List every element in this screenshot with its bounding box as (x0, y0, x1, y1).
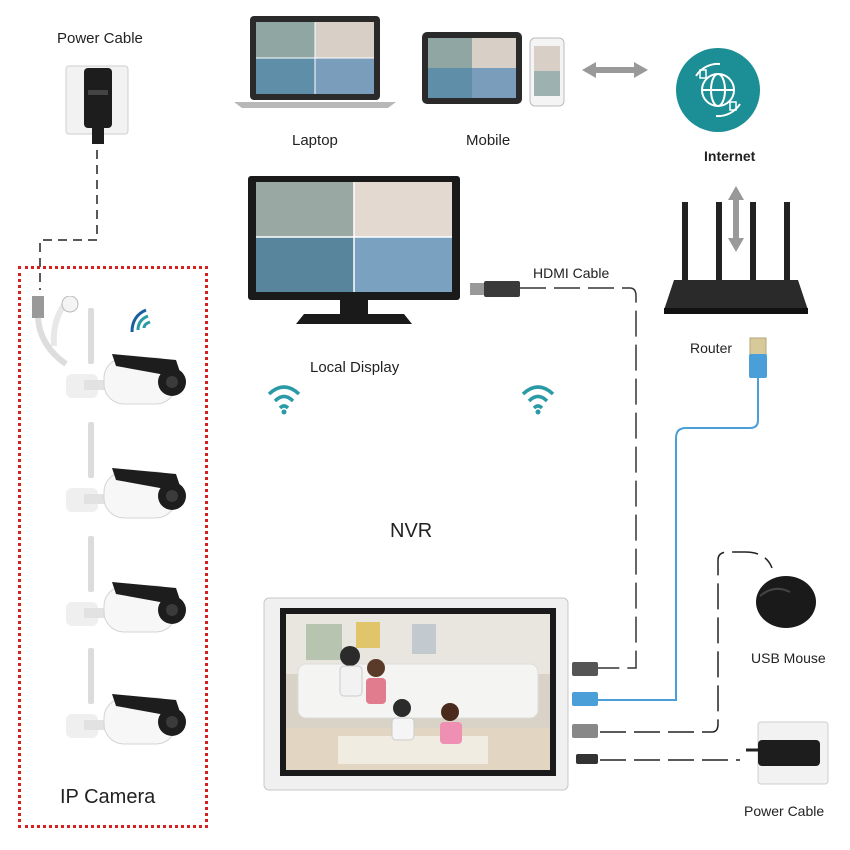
ethernet-wire (598, 378, 759, 701)
hdmi-cable-label: HDMI Cable (533, 265, 610, 281)
nvr-screen-icon (263, 597, 569, 791)
internet-label: Internet (704, 148, 756, 164)
ip-camera-label: IP Camera (60, 786, 156, 808)
monitor-icon (248, 176, 460, 324)
hdmi-plug-icon (470, 281, 520, 297)
laptop-label: Laptop (292, 132, 338, 149)
wifi-icon (267, 385, 301, 415)
power-cable-top-wire (39, 150, 98, 290)
wifi-icon (130, 308, 151, 333)
usb-mouse-label: USB Mouse (751, 650, 826, 666)
tablet-icon (422, 32, 522, 104)
double-arrow-horizontal-icon (582, 62, 648, 78)
power-adapter-icon (65, 65, 129, 144)
usb-wire (600, 551, 773, 733)
hdmi-wire (520, 287, 637, 669)
globe-icon (676, 48, 760, 132)
ethernet-plug-top-icon (749, 337, 767, 378)
nvr-label: NVR (390, 520, 433, 542)
power-adapter-icon (746, 721, 829, 785)
camera-icon (66, 308, 186, 405)
wifi-icon (521, 385, 555, 415)
camera-icon (66, 648, 186, 745)
power-cable-bottom-label: Power Cable (744, 803, 825, 819)
router-icon (664, 202, 808, 314)
nvr-ports-icon (572, 662, 598, 764)
camera-splitter-cable-icon (32, 296, 79, 367)
double-arrow-vertical-icon (728, 186, 744, 252)
camera-icon (66, 422, 186, 519)
mobile-label: Mobile (466, 132, 511, 149)
laptop-icon (234, 16, 396, 108)
router-label: Router (690, 340, 733, 356)
phone-icon (529, 37, 565, 107)
local-display-label: Local Display (310, 359, 400, 376)
mouse-icon (756, 576, 816, 628)
power-cable-top-label: Power Cable (57, 30, 143, 47)
camera-icon (66, 536, 186, 633)
ip-camera-group (18, 266, 208, 828)
